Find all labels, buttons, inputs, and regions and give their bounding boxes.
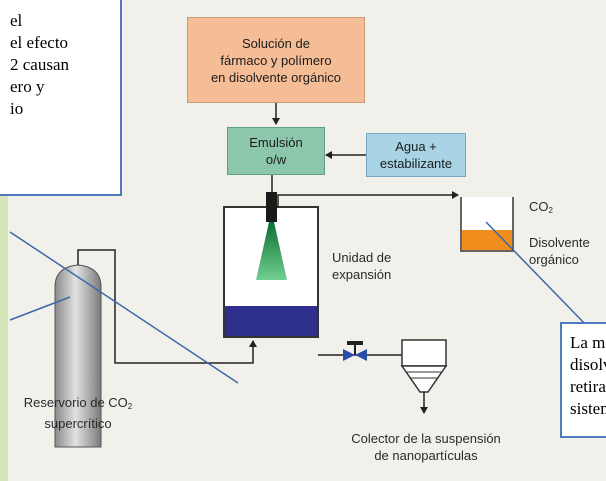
callout-left-line-3: 2 causan bbox=[10, 55, 70, 74]
callout-pointer-right bbox=[485, 221, 588, 327]
solvent-line-2: orgánico bbox=[529, 252, 579, 267]
spray-nozzle bbox=[266, 192, 277, 222]
collector-line-2: de nanopartículas bbox=[374, 448, 478, 463]
collector-vessel bbox=[401, 339, 447, 367]
valve-handle bbox=[347, 341, 363, 345]
co2-tank bbox=[54, 264, 102, 448]
callout-left: el el efecto 2 causan ero y io bbox=[0, 0, 122, 196]
callout-right-line-2: disolv bbox=[570, 355, 606, 374]
expansion-unit-line-2: expansión bbox=[332, 267, 392, 282]
solvent-label: Disolvente orgánico bbox=[529, 234, 590, 268]
callout-pointer-left-2 bbox=[9, 296, 71, 321]
collector-label: Colector de la suspensión de nanopartícu… bbox=[338, 430, 514, 464]
emulsion-line-1: Emulsión bbox=[249, 135, 303, 150]
line-tank-to-vessel bbox=[77, 249, 257, 364]
co2-outlet-text: CO bbox=[529, 199, 549, 214]
callout-pointer-left-1 bbox=[9, 231, 239, 384]
reservoir-label: Reservorio de CO2 supercrítico bbox=[10, 394, 146, 432]
line-to-solvent-trap bbox=[277, 191, 459, 207]
callout-right-line-3: retira d bbox=[570, 377, 606, 396]
callout-right-line-4: sistem bbox=[570, 399, 606, 418]
solution-box: Solución de fármaco y polímero en disolv… bbox=[187, 17, 365, 103]
co2-outlet-label: CO2 bbox=[529, 198, 553, 219]
water-stabilizer-box: Agua + estabilizante bbox=[366, 133, 466, 177]
solvent-line-1: Disolvente bbox=[529, 235, 590, 250]
emulsion-line-2: o/w bbox=[265, 152, 287, 167]
solution-line-3: en disolvente orgánico bbox=[210, 69, 342, 85]
solution-line-1: Solución de bbox=[242, 35, 310, 51]
valve-icon-right bbox=[355, 349, 367, 361]
callout-left-line-5: io bbox=[10, 99, 24, 118]
vessel-liquid bbox=[225, 306, 317, 336]
collector-line-1: Colector de la suspensión bbox=[351, 431, 501, 446]
callout-right-line-1: La me bbox=[570, 333, 606, 352]
expansion-unit-line-1: Unidad de bbox=[332, 250, 392, 265]
reservoir-sub: 2 bbox=[127, 402, 133, 411]
water-line-1: Agua + bbox=[395, 139, 437, 154]
solution-line-2: fármaco y polímero bbox=[220, 52, 332, 68]
callout-right: La me disolv retira d sistem bbox=[560, 322, 606, 438]
reservoir-line-2: supercrítico bbox=[44, 416, 112, 431]
expansion-unit-label: Unidad de expansión bbox=[332, 249, 391, 283]
collector-funnel bbox=[400, 365, 448, 393]
spray-cone bbox=[256, 222, 287, 280]
callout-left-line-4: ero y bbox=[10, 77, 45, 96]
emulsion-box: Emulsión o/w bbox=[227, 127, 325, 175]
callout-left-line-1: el bbox=[10, 11, 23, 30]
valve-icon bbox=[343, 349, 355, 361]
callout-left-line-2: el efecto bbox=[10, 33, 69, 52]
co2-outlet-sub: 2 bbox=[548, 206, 553, 215]
reservoir-line-1: Reservorio de CO bbox=[23, 395, 128, 410]
water-line-2: estabilizante bbox=[379, 156, 453, 171]
